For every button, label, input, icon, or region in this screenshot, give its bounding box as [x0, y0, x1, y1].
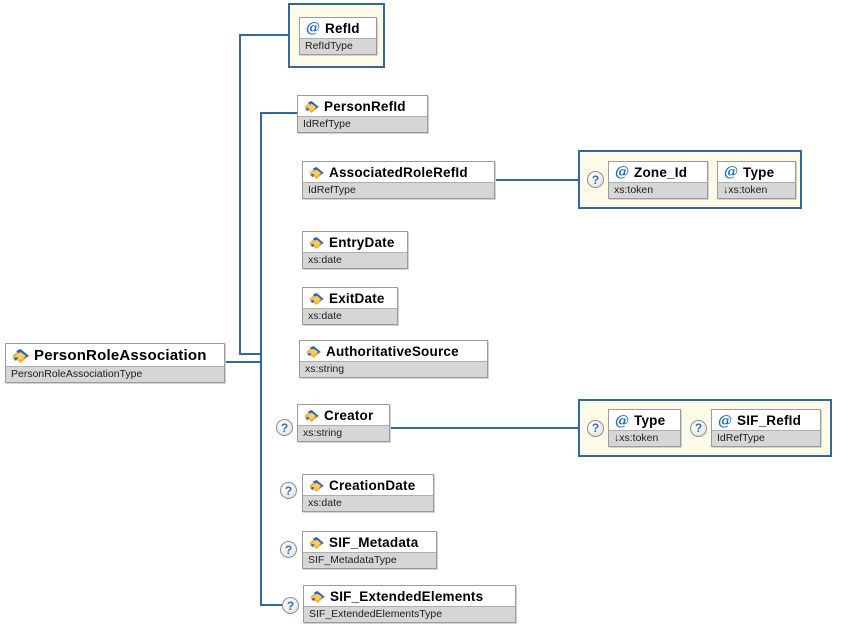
node-type: IdRefType [712, 430, 820, 446]
optional-indicator: ? [587, 419, 604, 437]
node-type: RefIdType [300, 37, 376, 54]
attr-container-associatedrolerefid: ? @ Zone_Id xs:token @ Type ↓xs:token [578, 150, 802, 209]
node-label: PersonRoleAssociation [34, 347, 207, 364]
node-sif-extendedelements[interactable]: SIF_ExtendedElements SIF_ExtendedElement… [303, 585, 516, 623]
node-label: SIF_RefId [737, 413, 802, 428]
node-type: xs:string [300, 361, 487, 377]
element-icon [310, 590, 325, 603]
element-icon [304, 100, 319, 113]
attribute-icon: @ [724, 164, 738, 180]
element-icon [309, 236, 324, 249]
node-exitdate[interactable]: ExitDate xs:date [302, 287, 398, 325]
node-label: Type [743, 164, 775, 180]
connector-children-trunk [260, 112, 297, 606]
node-type: PersonRoleAssociationType [6, 366, 224, 382]
optional-indicator: ? [280, 541, 297, 558]
node-authoritativesource[interactable]: AuthoritativeSource xs:string [299, 340, 488, 378]
node-attr-refid[interactable]: @ RefId RefIdType [299, 16, 377, 55]
node-label: Creator [324, 408, 374, 423]
node-type: xs:token [609, 181, 707, 198]
node-attr-sif-refid[interactable]: @ SIF_RefId IdRefType [711, 409, 821, 447]
node-label: SIF_ExtendedElements [330, 589, 484, 604]
optional-indicator: ? [280, 482, 297, 499]
node-sif-metadata[interactable]: SIF_Metadata SIF_MetadataType [302, 531, 437, 569]
element-icon [304, 409, 319, 422]
optional-indicator: ? [276, 419, 293, 436]
node-label: Type [634, 413, 666, 428]
connector-attr-trunk [239, 34, 288, 355]
element-icon [309, 536, 324, 549]
node-personroleassociation[interactable]: PersonRoleAssociation PersonRoleAssociat… [5, 343, 225, 383]
node-type: xs:date [303, 495, 433, 511]
node-type: ↓xs:token [609, 430, 680, 446]
node-type: SIF_MetadataType [303, 552, 436, 568]
element-icon [306, 345, 321, 358]
node-type: ↓xs:token [718, 181, 795, 198]
node-attr-creator-type[interactable]: @ Type ↓xs:token [608, 409, 681, 447]
element-icon [309, 292, 324, 305]
node-creator[interactable]: Creator xs:string [297, 404, 390, 442]
node-attr-zone-id[interactable]: @ Zone_Id xs:token [608, 160, 708, 199]
node-type: xs:date [303, 252, 407, 268]
node-label: EntryDate [329, 235, 395, 250]
node-label: SIF_Metadata [329, 535, 419, 550]
element-icon [309, 166, 324, 179]
node-label: ExitDate [329, 291, 385, 306]
attribute-icon: @ [615, 164, 629, 180]
attribute-icon: @ [306, 20, 320, 36]
node-type: IdRefType [303, 182, 494, 198]
optional-indicator: ? [690, 419, 707, 437]
element-icon [12, 348, 29, 363]
node-title-bar: PersonRoleAssociation [6, 344, 224, 366]
node-personrefid[interactable]: PersonRefId IdRefType [297, 95, 428, 133]
node-associatedrolerefid[interactable]: AssociatedRoleRefId IdRefType [302, 161, 495, 199]
node-label: AssociatedRoleRefId [329, 165, 468, 180]
element-icon [309, 479, 324, 492]
attribute-icon: @ [718, 412, 732, 429]
optional-indicator: ? [282, 597, 299, 614]
node-label: AuthoritativeSource [326, 344, 459, 359]
node-type: xs:date [303, 308, 397, 324]
node-type: xs:string [298, 425, 389, 441]
node-attr-zone-type[interactable]: @ Type ↓xs:token [717, 160, 796, 199]
attribute-icon: @ [615, 412, 629, 429]
node-type: IdRefType [298, 116, 427, 132]
node-label: Zone_Id [634, 164, 688, 180]
node-entrydate[interactable]: EntryDate xs:date [302, 231, 408, 269]
node-creationdate[interactable]: CreationDate xs:date [302, 474, 434, 512]
node-label: CreationDate [329, 478, 416, 493]
attr-container-creator: ? @ Type ↓xs:token ? @ SIF_RefId IdRefTy… [578, 399, 832, 457]
attr-container-refid: @ RefId RefIdType [288, 3, 385, 68]
optional-indicator: ? [587, 171, 604, 188]
node-label: PersonRefId [324, 99, 406, 114]
node-type: SIF_ExtendedElementsType [304, 606, 515, 622]
node-label: RefId [325, 20, 360, 36]
